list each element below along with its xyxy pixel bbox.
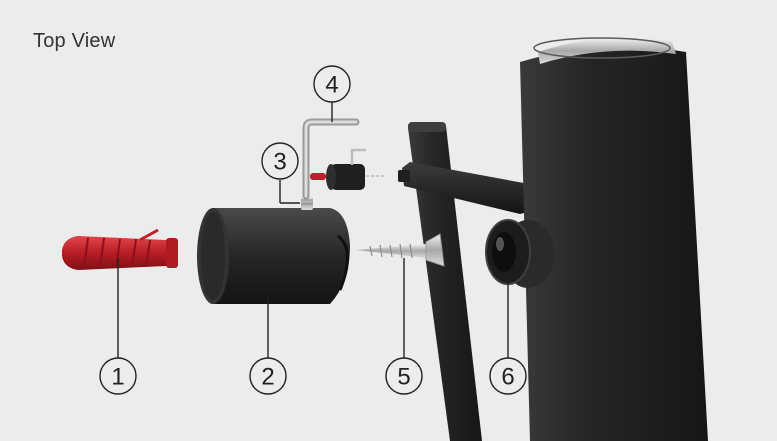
part-1-wall-anchor <box>62 230 178 270</box>
towel-bar-assembly <box>402 38 708 441</box>
support-leg-top <box>408 122 446 132</box>
part-2-wall-mount-bracket <box>197 208 350 304</box>
preview-assembly <box>310 150 410 190</box>
part-5-wood-screw <box>356 234 444 266</box>
svg-text:3: 3 <box>273 149 286 176</box>
callout-2: 2 <box>250 358 286 394</box>
callout-1: 1 <box>100 358 136 394</box>
svg-text:2: 2 <box>261 364 274 391</box>
svg-text:6: 6 <box>501 364 514 391</box>
svg-text:4: 4 <box>325 72 338 99</box>
svg-text:5: 5 <box>397 364 410 391</box>
part-6-end-cap <box>486 220 554 288</box>
callout-6: 6 <box>490 358 526 394</box>
callout-5: 5 <box>386 358 422 394</box>
callout-4: 4 <box>314 66 350 102</box>
svg-text:1: 1 <box>111 364 124 391</box>
callout-3: 3 <box>262 143 298 179</box>
